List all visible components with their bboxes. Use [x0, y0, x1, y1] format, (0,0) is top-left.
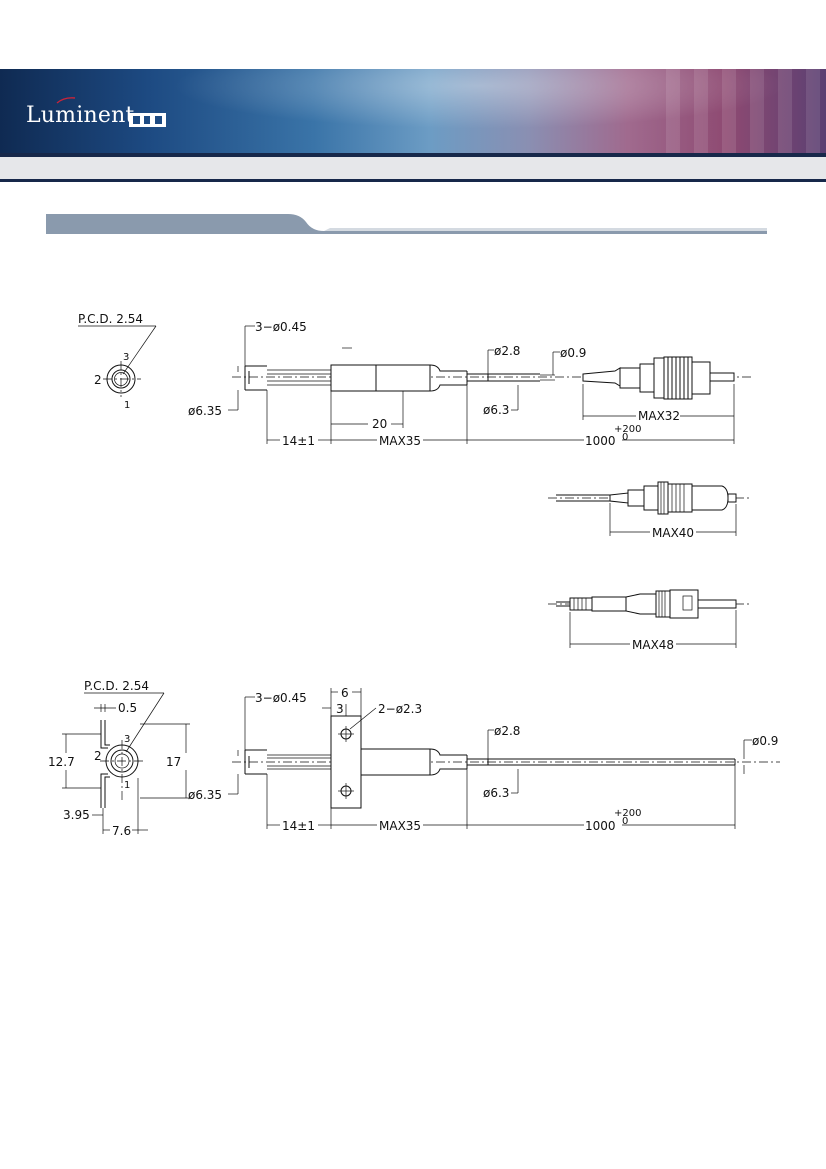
pin1-label-a: 1 [124, 400, 130, 411]
fiber-tol-label-d: +200 [614, 808, 641, 819]
pin2-label-a: 2 [94, 373, 102, 387]
fiber-dia-label-a: ø0.9 [560, 346, 586, 360]
holes-label-d: 2−ø2.3 [378, 702, 422, 716]
pin-view-a: P.C.D. 2.54 3 2 1 [78, 312, 157, 411]
body-len-label-a: 20 [372, 417, 387, 431]
tail-dia-label-a: ø6.3 [483, 403, 509, 417]
connector-len-label-b: MAX40 [652, 526, 694, 540]
banner-stripes [666, 69, 826, 153]
logo-mark [129, 113, 166, 127]
pcd-label-d: P.C.D. 2.54 [84, 679, 149, 693]
connector-len-label-c: MAX48 [632, 638, 674, 652]
fiber-tol-low-label-a: 0 [622, 432, 628, 443]
pin-view-d: P.C.D. 2.54 0.5 3 2 1 12.7 17 [48, 679, 190, 838]
header-rule-top [0, 153, 826, 157]
body-dia-label-d: ø6.35 [188, 788, 222, 802]
logo-text: Luminent [26, 103, 135, 128]
header-strip [0, 157, 826, 179]
side-view-d: 3−ø0.45 6 3 2−ø2.3 ø2.8 ø0.9 ø6.35 ø6.3 [188, 686, 780, 833]
banner-gloss [0, 69, 826, 153]
lead-width-label-d: 0.5 [118, 701, 137, 715]
flange-width-label-d: 6 [341, 686, 349, 700]
header-banner [0, 69, 826, 153]
tube-dia-label-d: ø2.8 [494, 724, 520, 738]
flange-inner-label-d: 3 [336, 702, 344, 716]
side-view-a: 3−ø0.45 ø2.8 ø0.9 ø6.35 ø6.3 MAX32 20 [188, 320, 752, 448]
leads-label-d: 3−ø0.45 [255, 691, 307, 705]
fiber-dia-label-d: ø0.9 [752, 734, 778, 748]
fiber-tol-label-a: +200 [614, 424, 641, 435]
fiber-tol-low-label-d: 0 [622, 816, 628, 827]
section-bar [46, 214, 767, 234]
pin1-label-d: 1 [124, 780, 130, 791]
offset-label-d: 3.95 [63, 808, 90, 822]
body-dia-label-a: ø6.35 [188, 404, 222, 418]
lead-len-label-a: 14±1 [282, 434, 315, 448]
tail-dia-label-d: ø6.3 [483, 786, 509, 800]
pin2-label-d: 2 [94, 749, 102, 763]
height-label-d: 12.7 [48, 755, 75, 769]
connector-len-label-a: MAX32 [638, 409, 680, 423]
width-label-d: 7.6 [112, 824, 131, 838]
leads-label-a: 3−ø0.45 [255, 320, 307, 334]
pin3-label-d: 3 [124, 734, 130, 745]
fiber-len-label-a: 1000 [585, 434, 616, 448]
housing-len-label-d: MAX35 [379, 819, 421, 833]
pin3-label-a: 3 [123, 352, 129, 363]
connector-b: MAX40 [548, 481, 750, 540]
fiber-len-label-d: 1000 [585, 819, 616, 833]
tube-dia-label-a: ø2.8 [494, 344, 520, 358]
flange-label-d: 17 [166, 755, 181, 769]
housing-len-label-a: MAX35 [379, 434, 421, 448]
connector-c: MAX48 [548, 589, 752, 652]
logo-swoosh-icon [56, 97, 76, 104]
header-rule-bottom [0, 179, 826, 182]
pcd-label-a: P.C.D. 2.54 [78, 312, 143, 326]
lead-len-label-d: 14±1 [282, 819, 315, 833]
